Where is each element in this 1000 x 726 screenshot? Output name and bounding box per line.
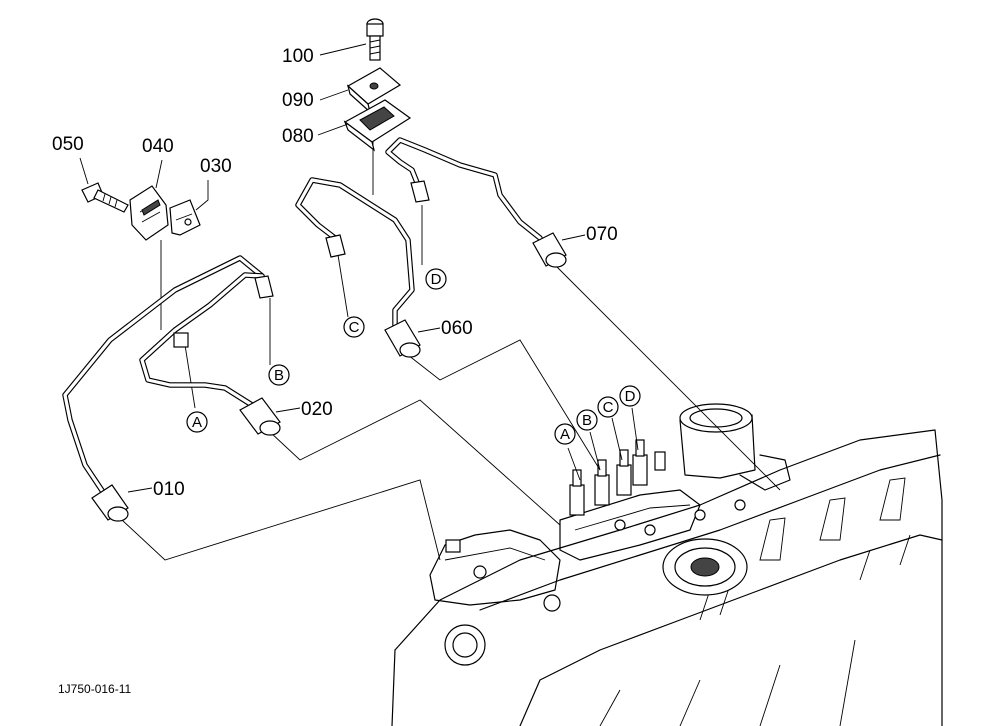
connection-markers: A B C D A B C D [186,268,641,445]
marker-d-pump-circle [619,385,641,407]
clamp-040 [129,185,169,241]
marker-a-pump-circle [554,423,576,445]
bolt-050 [81,182,129,213]
marker-a-pipe-circle [186,411,208,433]
label-040: 040 [142,136,174,157]
marker-b-pump-circle [576,409,598,431]
label-070: 070 [586,224,618,245]
label-030: 030 [200,156,232,177]
label-100: 100 [282,46,314,67]
clamp-030 [169,199,201,236]
clamp-090 [346,67,402,114]
marker-b-pump: B [582,412,592,429]
injection-pipe-010 [62,255,265,498]
marker-c-pipe: C [349,319,360,336]
leader-lines [121,130,781,561]
label-010: 010 [153,479,185,500]
marker-d-pipe: D [431,271,442,288]
injection-pipe-060 [295,177,415,328]
marker-b-pipe-circle [268,364,290,386]
label-080: 080 [282,126,314,147]
label-050: 050 [52,134,84,155]
drawing-code: 1J750-016-11 [58,682,131,696]
delivery-valve-holders [569,439,666,516]
injection-pipe-070 [385,137,543,241]
marker-c-pump-circle [597,396,619,418]
marker-a-pump: A [560,426,570,443]
label-090: 090 [282,90,314,111]
marker-a-pipe: A [192,414,202,431]
marker-b-pipe: B [274,367,284,384]
marker-c-pump: C [603,399,614,416]
engine-block [391,403,943,726]
clamp-parts-left [81,182,201,241]
part-labels: 010 020 030 040 050 060 070 080 090 100 [52,43,618,500]
clamp-080 [343,99,412,152]
bolt-100 [366,18,384,61]
marker-c-pipe-circle [343,316,365,338]
marker-d-pipe-circle [425,268,447,290]
pipe-fittings [91,180,567,522]
marker-d-pump: D [625,388,636,405]
injection-pipe-020 [139,272,265,408]
clamp-parts-top [343,18,412,152]
label-020: 020 [301,399,333,420]
pipe-clamp-lower [173,332,189,348]
label-060: 060 [441,318,473,339]
